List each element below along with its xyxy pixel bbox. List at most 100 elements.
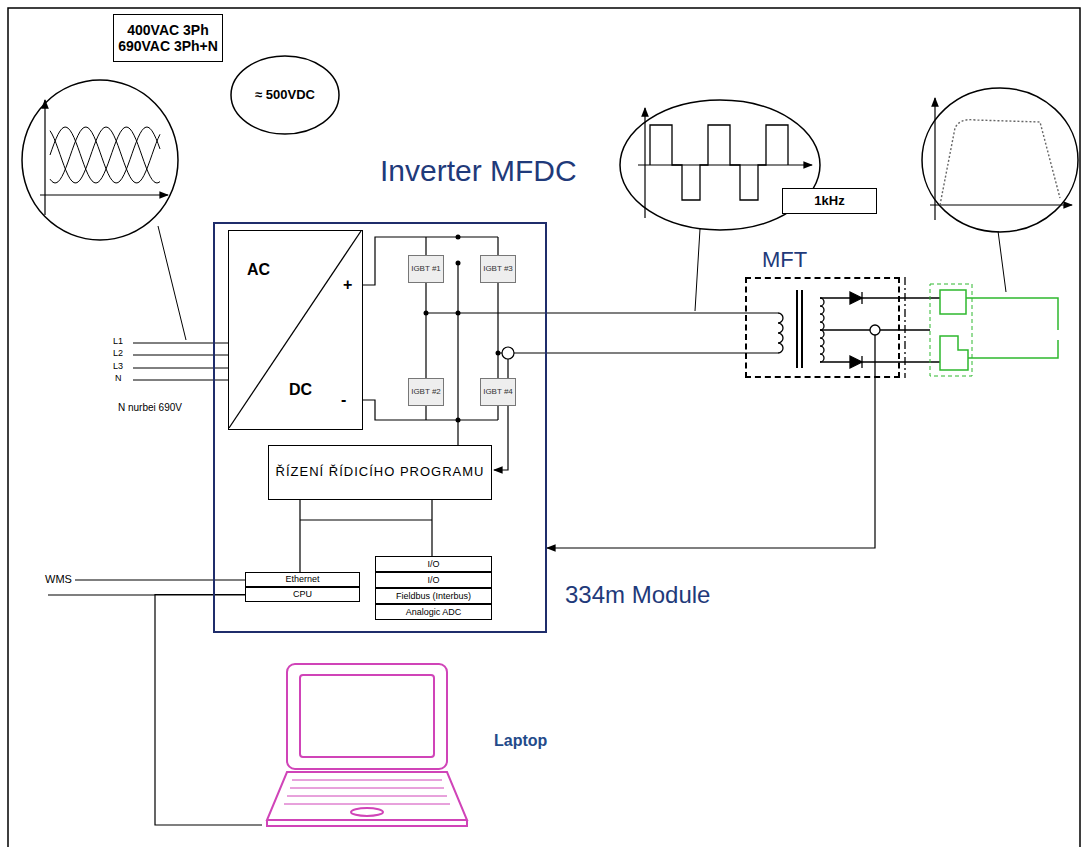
wire-l3 — [133, 368, 228, 369]
core — [801, 290, 803, 368]
welding-gun — [930, 284, 1058, 376]
box-label: AC — [247, 261, 270, 279]
text-label: 334m Module — [565, 582, 710, 608]
sine-callout — [22, 80, 186, 340]
box-label: Fieldbus (Interbus) — [396, 591, 471, 601]
output-wire — [426, 312, 778, 313]
current-sensor — [870, 325, 880, 335]
text-label: WMS — [45, 573, 72, 585]
sine-wave — [50, 127, 160, 183]
node-box: IGBT #3 — [480, 255, 516, 283]
node-box: Fieldbus (Interbus) — [375, 588, 492, 604]
junction-dots — [424, 235, 501, 423]
box-label: DC — [289, 381, 312, 399]
dot — [456, 311, 461, 316]
laptop-edge — [267, 820, 467, 826]
touchpad — [351, 808, 383, 816]
core — [796, 290, 798, 368]
text-label: N nurbei 690V — [118, 402, 182, 413]
converter-diagonal — [229, 231, 362, 429]
connector — [155, 595, 262, 826]
leader-line — [158, 226, 186, 340]
wire-n — [133, 380, 228, 381]
node-box: Laptop — [262, 660, 472, 842]
node-box: I/O — [375, 556, 492, 572]
box-label: CPU — [293, 589, 312, 599]
laptop-icon — [262, 660, 472, 842]
node-box: Inverter MFDCACDC+-IGBT #1IGBT #3IGBT #2… — [213, 222, 547, 633]
box-label: + — [343, 276, 352, 294]
axis — [930, 204, 1072, 205]
callout-ellipse — [620, 100, 820, 230]
node-box: ŘÍZENÍ ŘÍDICÍHO PROGRAMU — [268, 445, 492, 500]
axis — [638, 164, 812, 165]
dot — [456, 418, 461, 423]
square-callout — [620, 100, 820, 311]
dot — [496, 351, 501, 356]
node-box: 1kHz — [782, 188, 877, 214]
sine-waves — [50, 127, 160, 183]
diode — [850, 292, 862, 304]
diode — [850, 356, 862, 368]
text-label: L2 — [113, 349, 123, 359]
box-label: IGBT #2 — [411, 387, 441, 396]
box-label: 1kHz — [814, 194, 844, 209]
sine-wave — [50, 127, 160, 183]
square-wave — [650, 125, 788, 200]
current-curve — [940, 120, 1060, 205]
box-label: Ethernet — [285, 574, 319, 584]
laptop-outline — [267, 664, 467, 826]
box-label: I/O — [427, 559, 439, 569]
dot — [424, 311, 429, 316]
box-heading: MFT — [762, 247, 807, 272]
leader-line — [998, 231, 1006, 292]
box-heading: Laptop — [494, 732, 547, 750]
text-label: L3 — [113, 362, 123, 372]
callout-ellipse — [22, 80, 178, 240]
axis — [40, 194, 168, 195]
current-sensor — [502, 347, 514, 359]
box-label: IGBT #3 — [483, 264, 513, 273]
laptop-base — [267, 772, 467, 820]
electrode — [940, 336, 968, 370]
wire-l1 — [133, 343, 228, 344]
keyboard-rows — [284, 780, 450, 804]
connector — [547, 378, 875, 548]
mains-wires — [133, 343, 228, 380]
node-box: MFT — [745, 277, 900, 378]
gun-arm — [966, 298, 1058, 330]
sensor-lead — [874, 335, 875, 378]
node-box: Analogic ADC — [375, 604, 492, 620]
box-label: ≈ 500VDC — [255, 88, 315, 103]
text-label: L1 — [113, 337, 123, 347]
laptop-lid — [287, 664, 447, 769]
box-label: IGBT #1 — [411, 264, 441, 273]
box-label: IGBT #4 — [483, 387, 513, 396]
bridge-leg — [497, 237, 498, 420]
control-bus — [300, 500, 432, 572]
node-box: I/O — [375, 572, 492, 588]
current-callout — [922, 88, 1078, 292]
node-box: ACDC+- — [228, 230, 363, 430]
dot — [456, 261, 461, 266]
gun-outline — [930, 284, 972, 376]
secondary-wires — [820, 298, 940, 362]
electrode — [940, 290, 966, 314]
box-label: I/O — [427, 575, 439, 585]
node-box: IGBT #2 — [408, 378, 444, 406]
node-box: ≈ 500VDC — [230, 55, 340, 135]
primary-coil — [778, 313, 783, 353]
callout-ellipse-shape — [230, 55, 340, 135]
node-box: 400VAC 3Ph690VAC 3Ph+N — [113, 14, 223, 62]
text-label: N — [115, 374, 122, 384]
dot — [456, 235, 461, 240]
bridge-wiring — [48, 237, 778, 595]
bridge-leg — [425, 237, 426, 420]
sensor-feedback — [494, 359, 508, 470]
box-heading: Inverter MFDC — [380, 154, 577, 189]
box-label: ŘÍZENÍ ŘÍDICÍHO PROGRAMU — [276, 465, 485, 480]
node-box: IGBT #4 — [480, 378, 516, 406]
